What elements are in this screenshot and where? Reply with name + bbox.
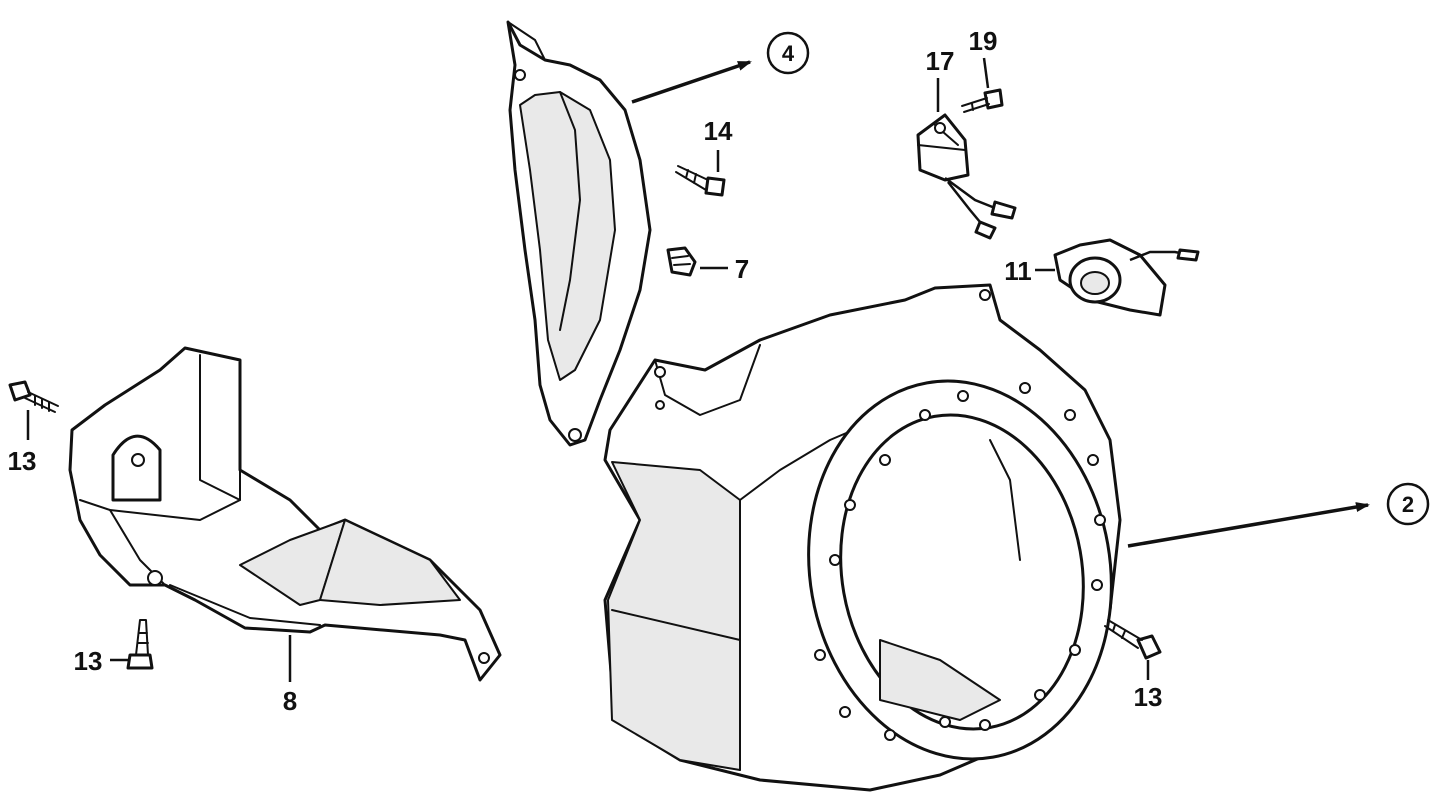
spring-nut (666, 246, 697, 277)
callout-labels: 13 13 8 7 14 17 19 11 13 (8, 26, 1163, 716)
reference-2-label: 2 (1402, 492, 1414, 517)
ignition-coil (916, 113, 1017, 240)
leader-lines (26, 57, 1370, 682)
flange-bolt-lower-left (126, 619, 154, 670)
callout-13-upper-left: 13 (8, 446, 37, 476)
flange-bolt-upper-left (8, 380, 59, 413)
flange-bolt-19 (961, 88, 1004, 113)
shroud-bolt-holes (654, 289, 1106, 741)
flange-bolt-lower-right (1104, 619, 1162, 660)
shroud-cover (506, 20, 652, 447)
callout-7: 7 (735, 254, 749, 284)
reference-4: 4 (766, 31, 810, 75)
callout-14: 14 (704, 116, 733, 146)
callout-11: 11 (1004, 256, 1032, 286)
air-guide (68, 346, 502, 682)
callout-13-lower-left: 13 (74, 646, 103, 676)
reference-4-label: 4 (782, 41, 795, 66)
flange-bolt-14 (675, 165, 726, 197)
callout-17: 17 (926, 46, 955, 76)
callout-19: 19 (969, 26, 998, 56)
fan-shroud (603, 283, 1122, 792)
callout-13-lower-right: 13 (1134, 682, 1163, 712)
reference-2: 2 (1386, 482, 1430, 526)
oil-alert-switch (1053, 238, 1200, 317)
callout-8: 8 (283, 686, 297, 716)
